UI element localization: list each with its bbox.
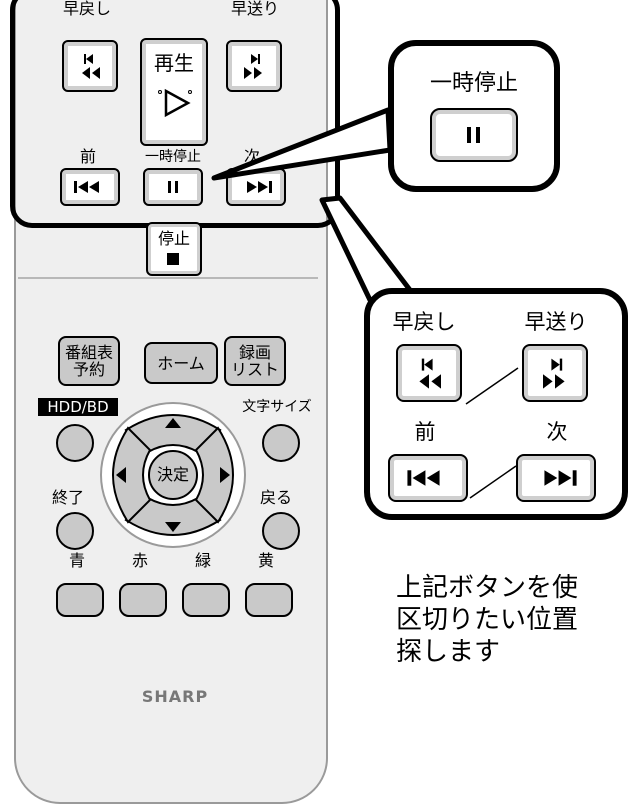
hdd-bd-label: HDD/BD (38, 398, 118, 416)
recording-list-button[interactable]: 録画 リスト (224, 336, 286, 386)
red-label: 赤 (131, 551, 148, 570)
green-button[interactable] (182, 583, 230, 617)
play-label: 再生 (154, 51, 194, 75)
yellow-button[interactable] (245, 583, 293, 617)
blue-button[interactable] (56, 583, 104, 617)
pause-label: 一時停止 (145, 149, 201, 165)
guide-reserve-button[interactable]: 番組表 予約 (58, 336, 120, 386)
arrow-right-icon (220, 467, 230, 483)
arrow-up-icon (165, 418, 181, 428)
yellow-label: 黄 (257, 551, 274, 570)
back-label: 戻る (259, 488, 292, 507)
red-button[interactable] (119, 583, 167, 617)
rewind-icon (82, 54, 100, 79)
ffwd-icon (543, 358, 565, 389)
skip-forward-icon (544, 470, 577, 486)
home-label: ホーム (157, 353, 205, 373)
play-icon (158, 88, 192, 118)
rec-list-label-1: 録画 (238, 343, 271, 362)
slash-divider (465, 367, 519, 405)
ok-label: 決定 (156, 465, 189, 484)
rewind-button[interactable] (62, 40, 118, 92)
text-size-label: 文字サイズ (242, 399, 312, 415)
rewind-icon (419, 358, 441, 389)
arrow-left-icon (116, 467, 126, 483)
prev-button[interactable] (60, 168, 120, 206)
stop-icon (167, 253, 179, 265)
brand-logo: SHARP (141, 687, 209, 706)
ffwd-label: 早送り (230, 0, 279, 18)
callout-pause-button (430, 108, 518, 162)
instruction-line-3: 探します (396, 637, 501, 667)
stop-button[interactable]: 停止 (146, 222, 202, 276)
callout-ffwd-button (522, 344, 588, 402)
exit-button[interactable] (56, 512, 94, 550)
play-button[interactable]: 再生 (140, 38, 208, 146)
skip-forward-icon (247, 181, 272, 193)
rewind-label: 早戻し (62, 0, 111, 18)
dpad (100, 402, 246, 548)
pause-icon (467, 127, 480, 143)
pause-callout: 一時停止 (388, 40, 560, 192)
skip-back-icon (407, 470, 440, 486)
callout-pause-label: 一時停止 (429, 71, 518, 96)
callout-ffwd-label: 早送り (524, 310, 588, 334)
instruction-line-1: 上記ボタンを使 (396, 573, 579, 603)
home-button[interactable]: ホーム (144, 342, 218, 384)
blue-label: 青 (68, 551, 85, 570)
rec-list-label-2: リスト (230, 360, 279, 379)
hdd-bd-button[interactable] (56, 424, 94, 462)
arrow-down-icon (165, 522, 181, 532)
ffwd-icon (244, 54, 262, 79)
text-size-button[interactable] (262, 424, 300, 462)
pause-icon (168, 181, 178, 193)
slash-divider (469, 465, 517, 499)
ok-button[interactable] (148, 450, 198, 500)
instruction-line-2: 区切りたい位置 (396, 605, 579, 635)
stop-label: 停止 (157, 229, 190, 248)
pause-button[interactable] (143, 168, 203, 206)
exit-label: 終了 (51, 488, 84, 507)
callout-prev-label: 前 (414, 420, 436, 444)
callout-next-button (516, 454, 596, 502)
skip-back-icon (74, 181, 99, 193)
skip-callout: 早戻し 早送り 前 次 (364, 288, 628, 520)
ffwd-button[interactable] (226, 40, 282, 92)
guide-label-1: 番組表 (64, 343, 113, 362)
back-button[interactable] (262, 512, 300, 550)
callout-next-label: 次 (546, 420, 568, 444)
callout-rewind-button (396, 344, 462, 402)
dpad-left-button[interactable] (112, 426, 152, 524)
green-label: 緑 (194, 551, 211, 570)
guide-label-2: 予約 (72, 360, 105, 379)
callout-rewind-label: 早戻し (392, 310, 456, 334)
prev-label: 前 (79, 147, 96, 166)
remote-seam (18, 212, 318, 279)
callout-prev-button (388, 454, 468, 502)
dpad-right-button[interactable] (194, 426, 234, 524)
